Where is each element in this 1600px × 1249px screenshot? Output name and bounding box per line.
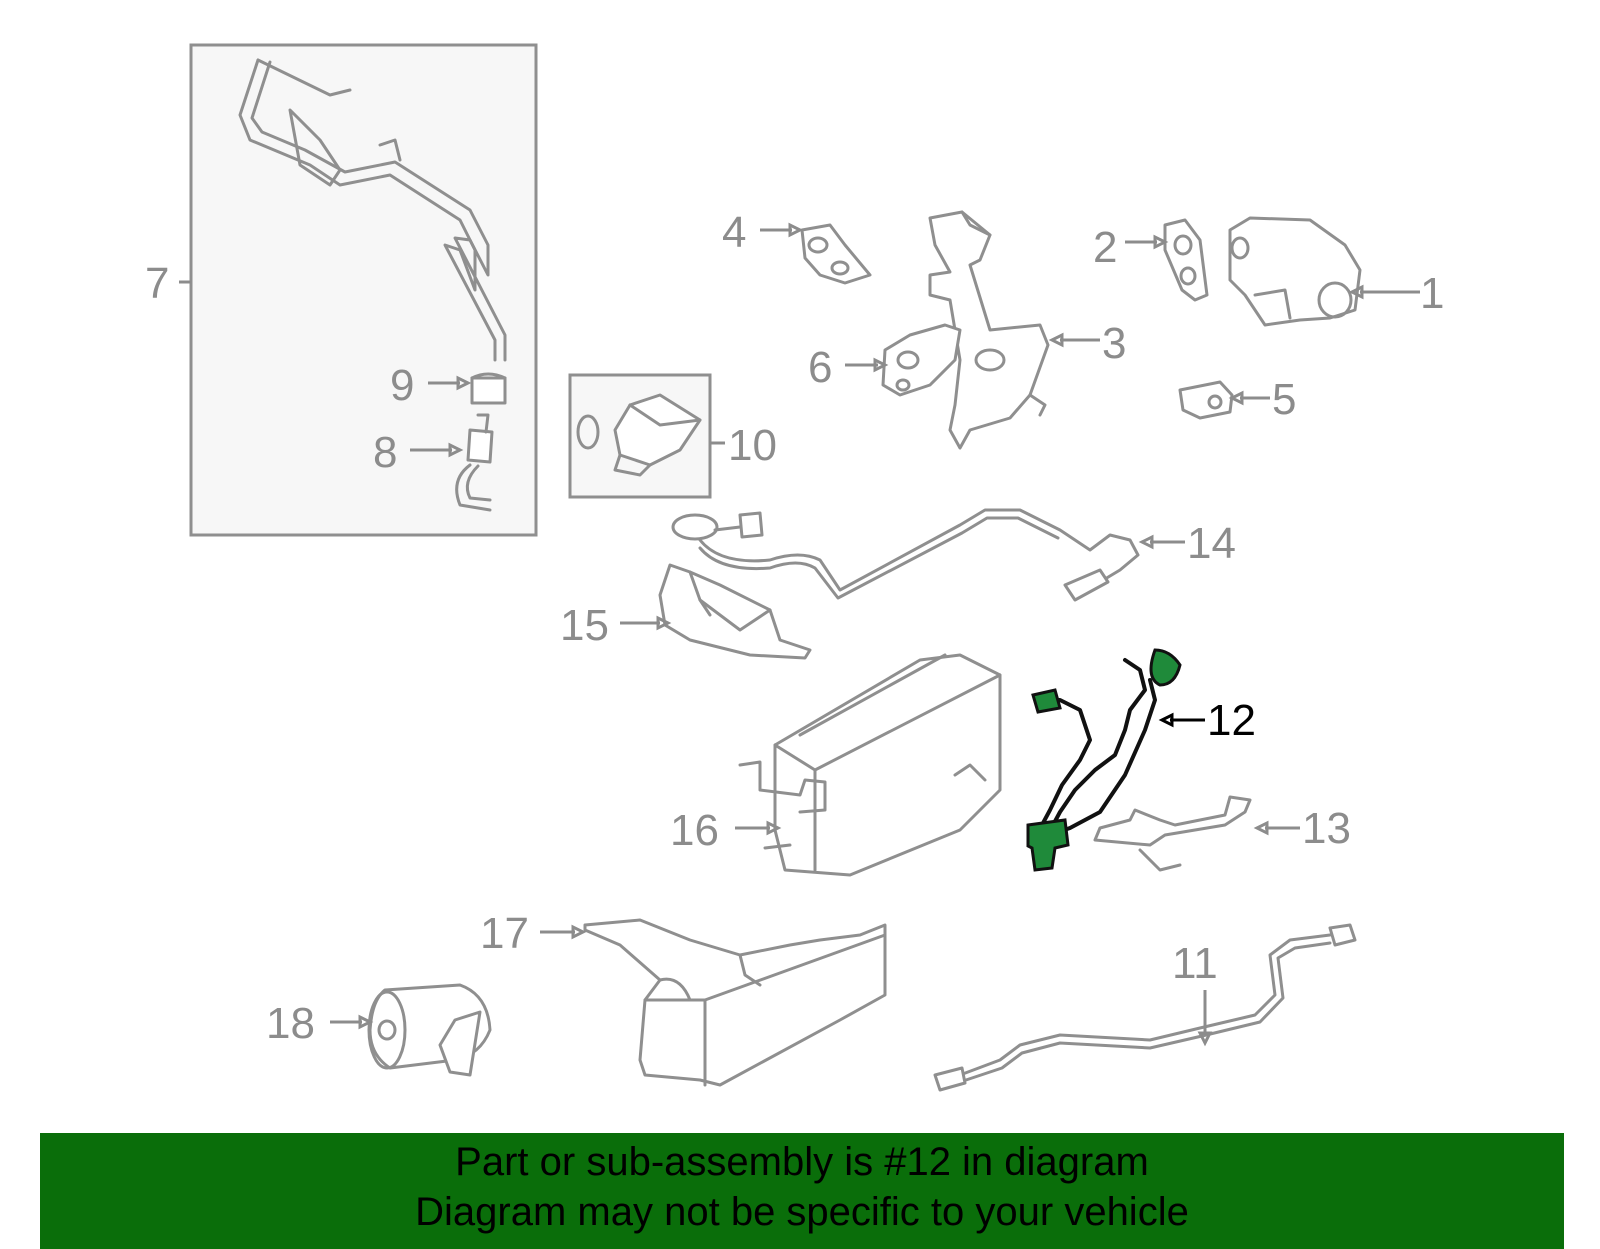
callout-arrows <box>179 222 1420 1047</box>
callout-17: 17 <box>480 909 529 958</box>
callout-7: 7 <box>145 259 169 308</box>
banner-line-1: Part or sub-assembly is #12 in diagram <box>455 1140 1149 1184</box>
callout-2: 2 <box>1093 223 1117 272</box>
part-3-bracket <box>928 210 1050 450</box>
part-15-shield <box>658 563 812 660</box>
part-18-component <box>367 983 492 1077</box>
part-12-harness <box>1026 648 1182 872</box>
callout-10: 10 <box>728 421 777 470</box>
part-8-valve <box>455 413 494 512</box>
callout-labels: 1 2 3 4 5 6 7 8 9 10 11 12 13 14 15 16 1… <box>145 208 1444 1048</box>
callout-13: 13 <box>1302 804 1351 853</box>
callout-12: 12 <box>1207 696 1256 745</box>
part-17-bracket <box>583 918 887 1087</box>
info-banner: Part or sub-assembly is #12 in diagram D… <box>40 1133 1564 1249</box>
callout-11: 11 <box>1172 939 1218 988</box>
part-13-bracket <box>1093 795 1252 872</box>
callout-14: 14 <box>1187 519 1236 568</box>
parts-diagram: 1 2 3 4 5 6 7 8 9 10 11 12 13 14 15 16 1… <box>145 43 1444 1092</box>
part-10-valve <box>576 393 702 477</box>
part-7-tube <box>238 58 507 362</box>
part-2-gasket <box>1163 218 1209 302</box>
callout-1: 1 <box>1420 269 1444 318</box>
callout-6: 6 <box>808 343 832 392</box>
callout-9: 9 <box>390 361 414 410</box>
callout-16: 16 <box>670 806 719 855</box>
part-1-valve <box>1228 216 1362 327</box>
part-6-gasket <box>881 323 962 397</box>
callout-4: 4 <box>722 208 746 257</box>
part-14-sensor <box>671 508 1140 602</box>
part-16-canister <box>738 653 1002 877</box>
callout-15: 15 <box>560 601 609 650</box>
part-11-sensor <box>933 923 1357 1092</box>
part-4-bracket <box>800 223 872 285</box>
part-5-bracket <box>1178 380 1234 420</box>
callout-5: 5 <box>1272 375 1296 424</box>
callout-18: 18 <box>266 999 315 1048</box>
callout-8: 8 <box>373 428 397 477</box>
banner-line-2: Diagram may not be specific to your vehi… <box>415 1190 1189 1234</box>
part-9-grommet <box>470 372 507 405</box>
callout-3: 3 <box>1102 319 1126 368</box>
